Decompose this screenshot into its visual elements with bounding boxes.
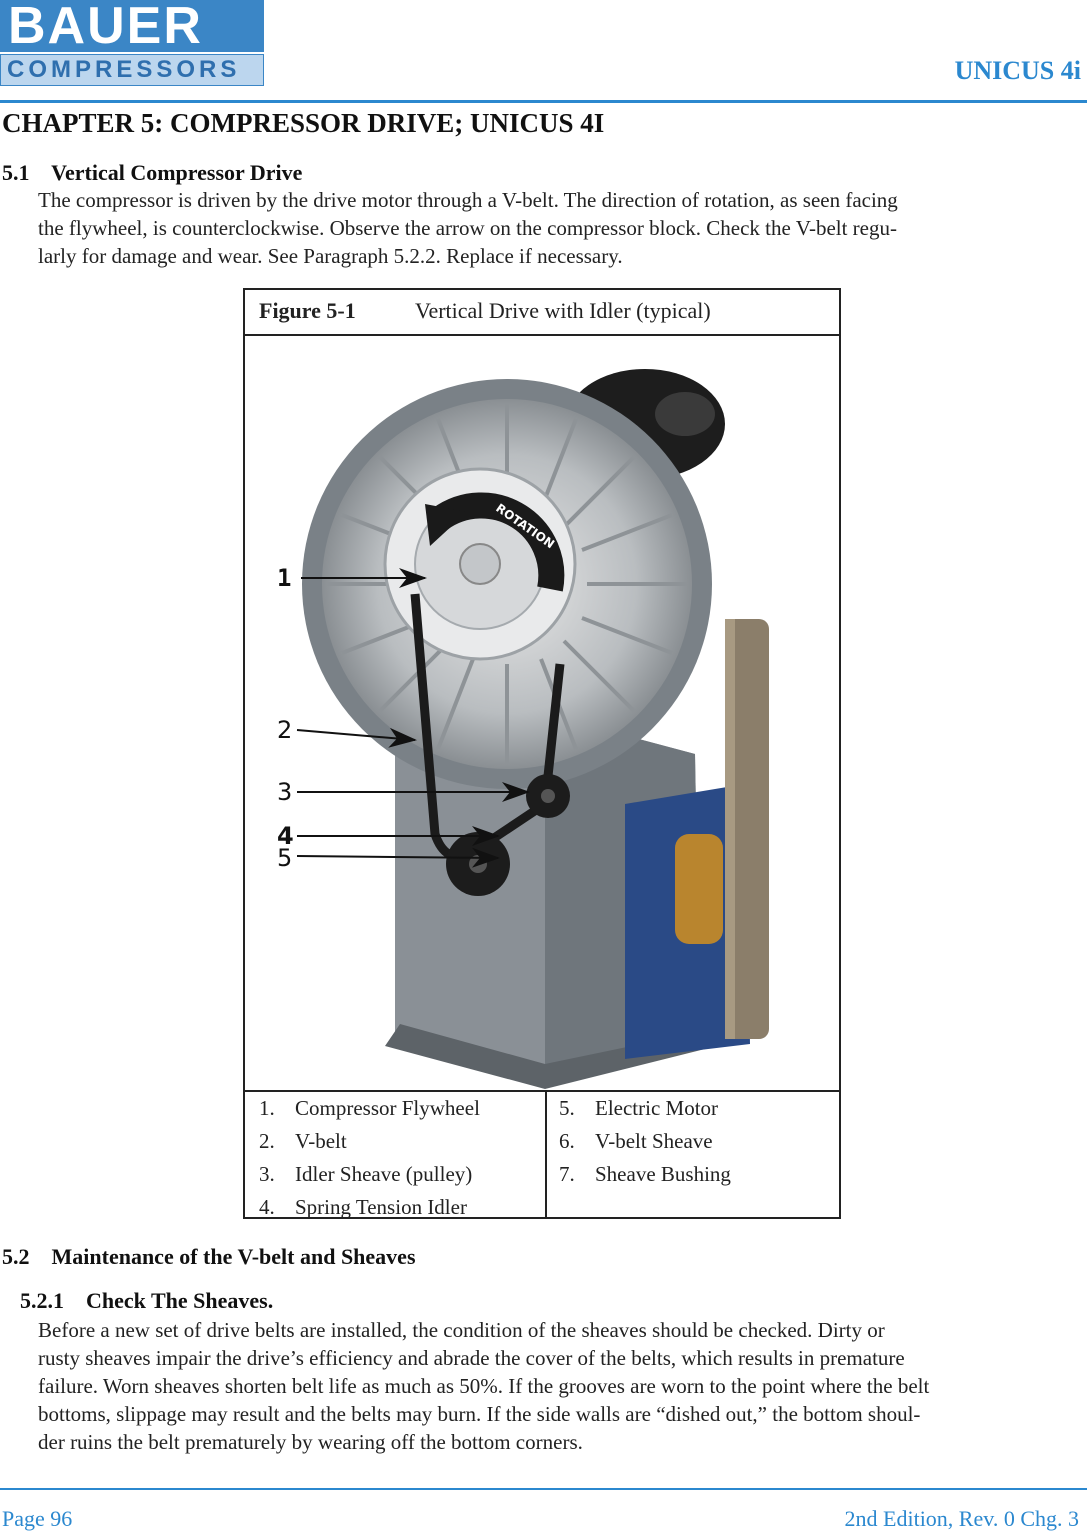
legend-item: 3.Idler Sheave (pulley): [259, 1162, 473, 1186]
page-number: Page 96: [2, 1506, 73, 1531]
figure-label: Figure 5-1: [259, 298, 356, 323]
legend-item: 1.Compressor Flywheel: [259, 1096, 480, 1120]
paragraph-line: Before a new set of drive belts are inst…: [38, 1318, 885, 1342]
rotation-arrow: [432, 492, 565, 592]
logo-top-band: BAUER: [0, 0, 264, 55]
paragraph-line: larly for damage and wear. See Paragraph…: [38, 244, 623, 268]
compressor-photo: ROTATION 1 2 3 4 5: [245, 334, 839, 1090]
chapter-title: CHAPTER 5: COMPRESSOR DRIVE; UNICUS 4I: [2, 108, 605, 138]
logo-bottom-band: COMPRESSORS: [0, 54, 264, 86]
legend-item: 5.Electric Motor: [559, 1096, 719, 1120]
paragraph-line: the flywheel, is counterclockwise. Obser…: [38, 216, 897, 240]
figure-legend: 1.Compressor Flywheel 2.V-belt 3.Idler S…: [245, 1090, 839, 1219]
legend-item: 6.V-belt Sheave: [559, 1129, 713, 1153]
header-rule: [0, 100, 1087, 103]
legend-item: 4.Spring Tension Idler: [259, 1195, 467, 1219]
callout-arrow-5: [296, 847, 500, 868]
paragraph-line: bottoms, slippage may result and the bel…: [38, 1402, 921, 1426]
section-5-1-heading: 5.1 Vertical Compressor Drive: [2, 160, 303, 185]
paragraph-line: rusty sheaves impair the drive’s efficie…: [38, 1346, 905, 1370]
section-5-2-1-body: Before a new set of drive belts are inst…: [38, 1316, 929, 1456]
compressor-illustration: ROTATION 1 2 3 4 5: [277, 369, 769, 1089]
section-5-2-1-heading: 5.2.1 Check The Sheaves.: [20, 1288, 274, 1313]
paragraph-line: failure. Worn sheaves shorten belt life …: [38, 1374, 930, 1398]
figure-caption: Figure 5-1 Vertical Drive with Idler (ty…: [245, 290, 839, 336]
callout-number: 5: [277, 844, 292, 872]
product-name: UNICUS 4i: [954, 56, 1081, 85]
callout-number: 3: [277, 778, 292, 806]
callout-number: 1: [277, 564, 291, 592]
filter-cylinder: [725, 619, 769, 1039]
legend-divider: [545, 1092, 547, 1219]
bauer-logo: BAUER COMPRESSORS: [0, 0, 264, 88]
callout-arrow-2: [296, 727, 417, 748]
figure-title: Vertical Drive with Idler (typical): [415, 298, 711, 323]
logo-wordmark: BAUER: [8, 0, 203, 55]
paragraph-line: The compressor is driven by the drive mo…: [38, 188, 898, 212]
logo-subtext: COMPRESSORS: [7, 56, 241, 83]
legend-item: 7.Sheave Bushing: [559, 1162, 731, 1186]
figure-5-1: Figure 5-1 Vertical Drive with Idler (ty…: [243, 288, 841, 1219]
edition-label: 2nd Edition, Rev. 0 Chg. 3: [844, 1506, 1079, 1531]
paragraph-line: der ruins the belt prematurely by wearin…: [38, 1430, 583, 1454]
footer-rule: [0, 1488, 1087, 1490]
callout-number: 2: [277, 716, 292, 744]
separator-bottle: [675, 834, 723, 944]
legend-item: 2.V-belt: [259, 1129, 347, 1153]
callout-number: 4: [277, 822, 294, 850]
section-5-1-body: The compressor is driven by the drive mo…: [38, 186, 898, 270]
section-5-2-heading: 5.2 Maintenance of the V-belt and Sheave…: [2, 1244, 416, 1269]
